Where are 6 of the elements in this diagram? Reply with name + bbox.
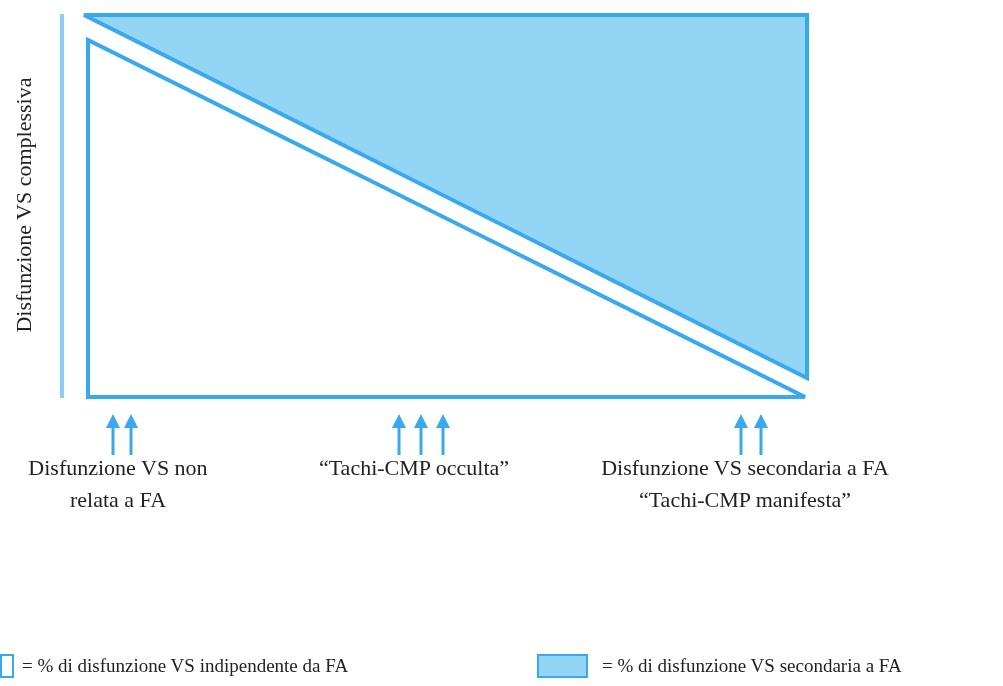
category-label: “Tachi-CMP occulta”	[317, 454, 511, 482]
category-label: Disfunzione VS secondaria a FA “Tachi-CMP manifesta”	[600, 454, 890, 514]
legend-text: = % di disfunzione VS indipendente da FA	[22, 655, 349, 677]
legend-text: = % di disfunzione VS secondaria a FA	[602, 655, 902, 677]
axis-label: Disfunzione VS complessiva	[11, 76, 37, 335]
category-label: Disfunzione VS non relata a FA	[27, 454, 209, 514]
